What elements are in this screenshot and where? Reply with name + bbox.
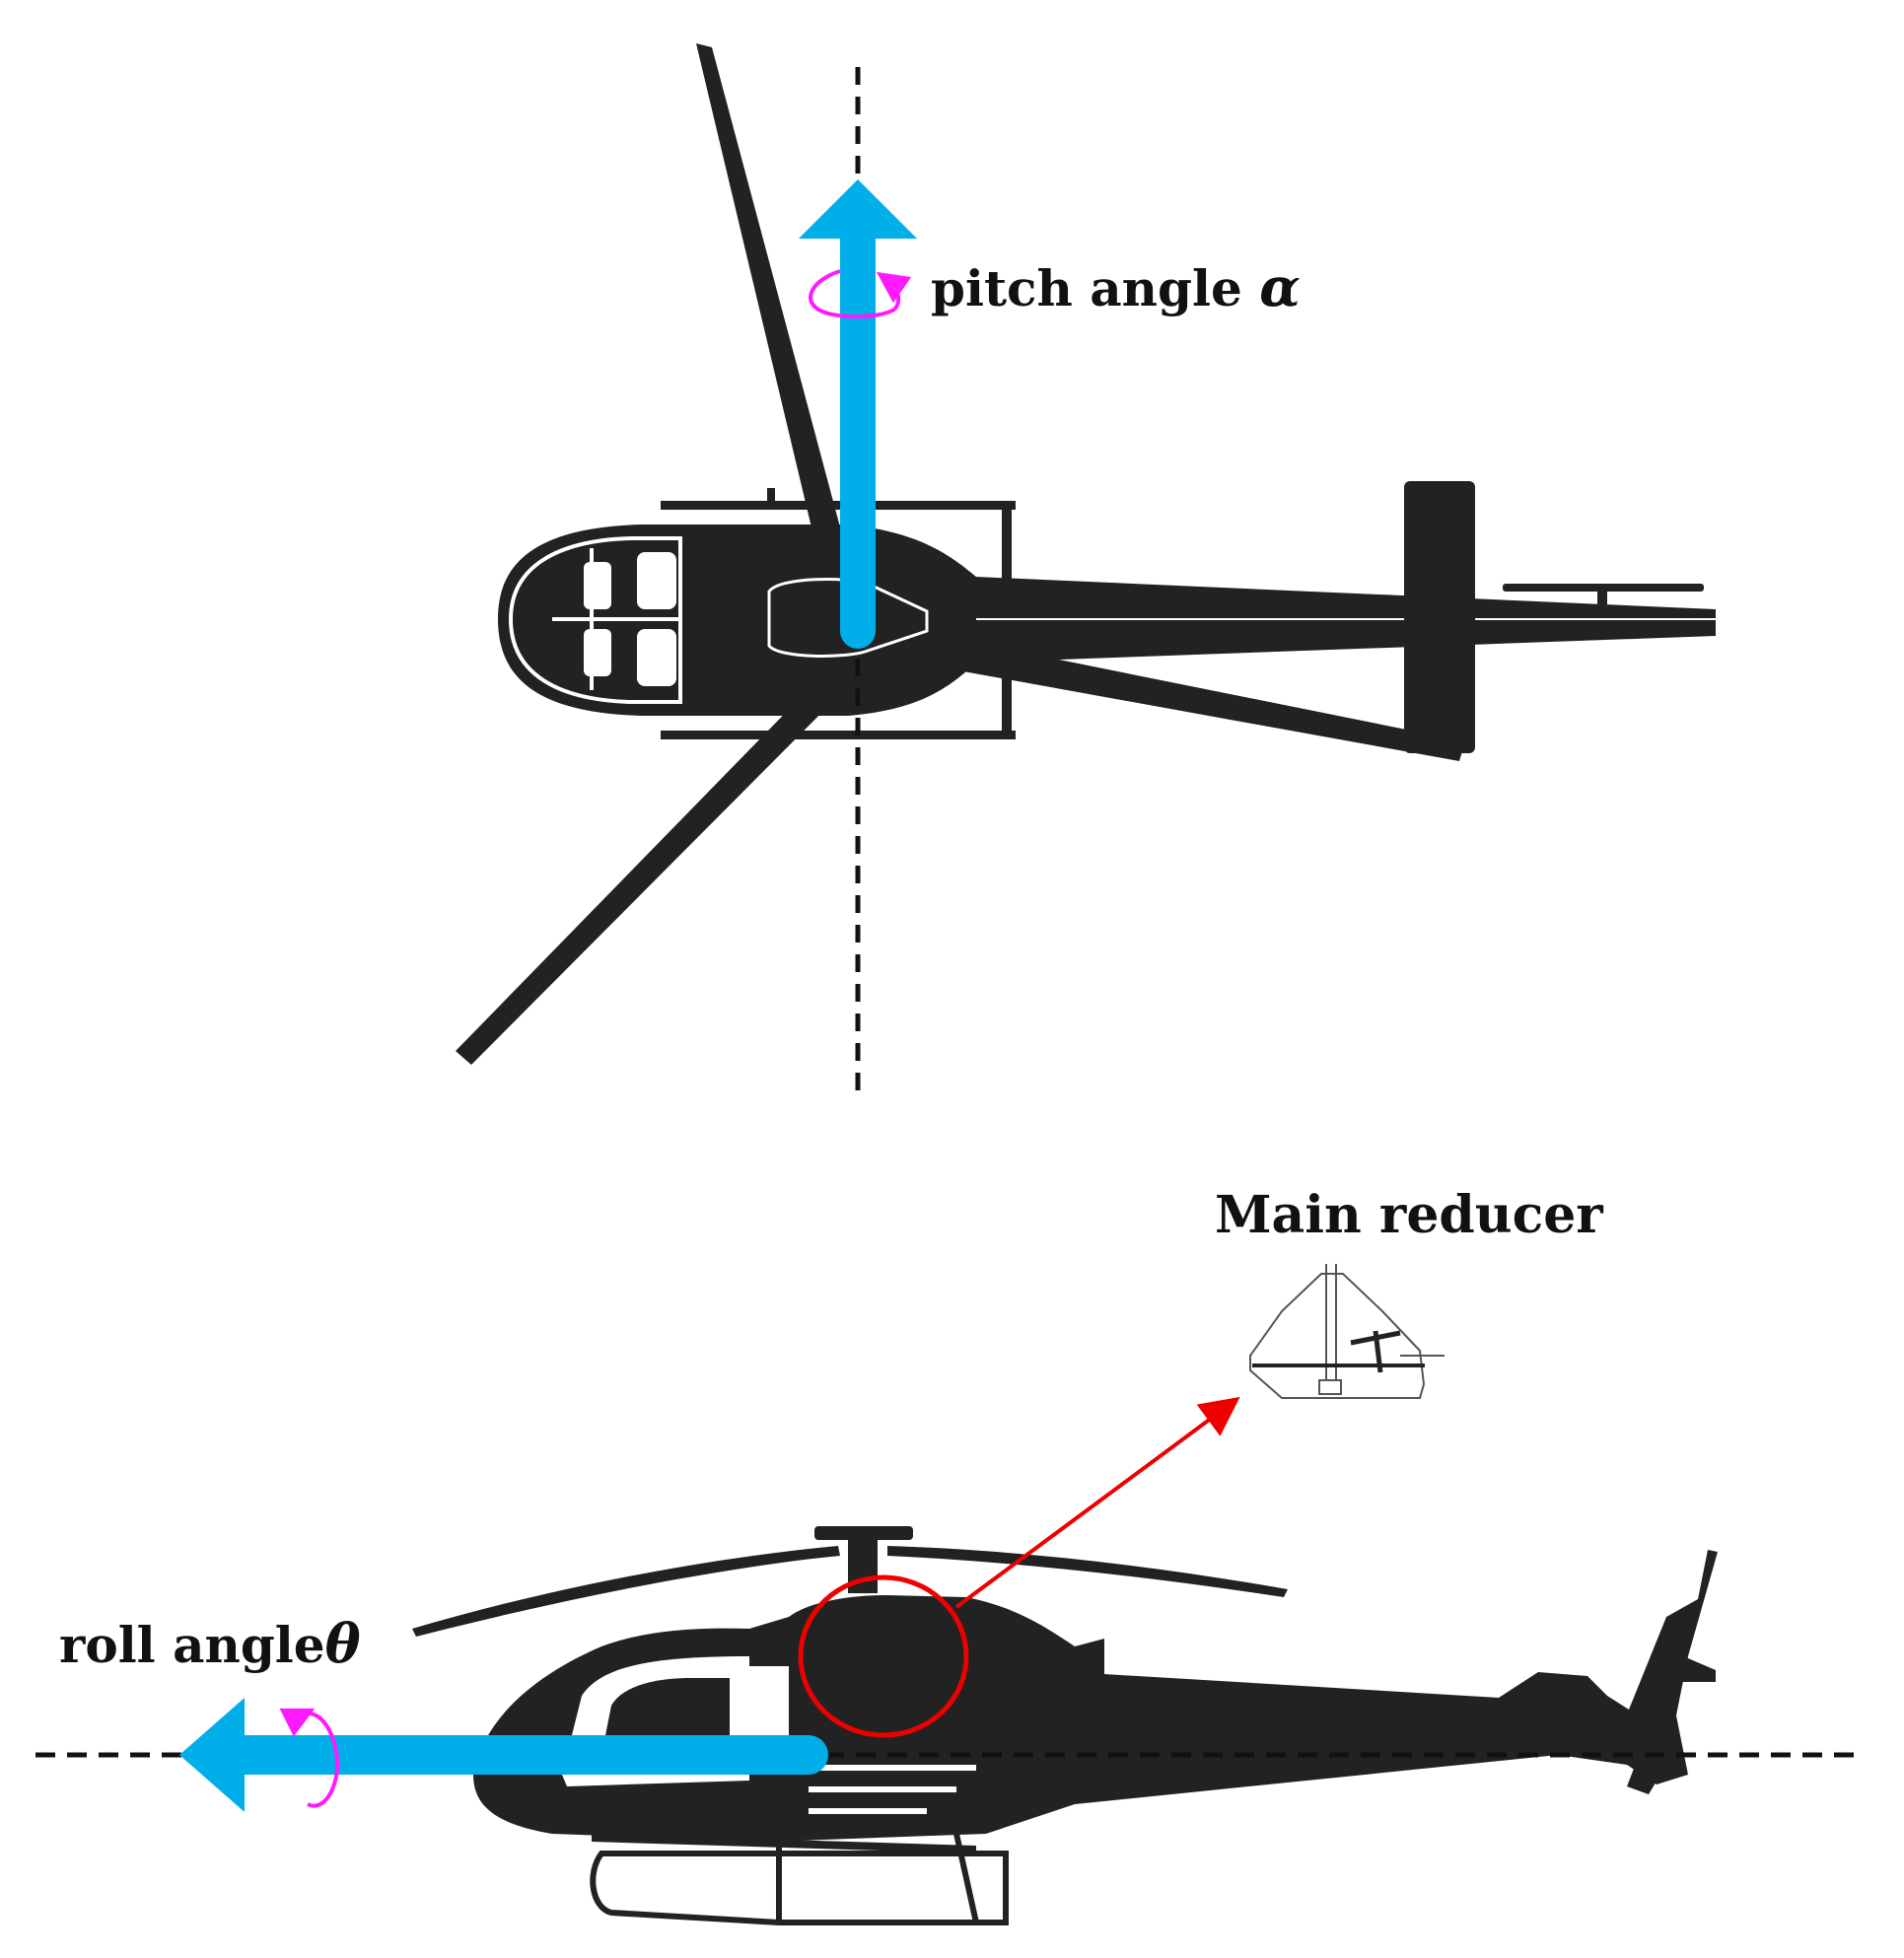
tail-rotor bbox=[1597, 584, 1607, 613]
rotor-blade-lower-left bbox=[456, 649, 868, 1065]
skid-strut bbox=[767, 488, 775, 510]
pitch-angle-text: pitch angle bbox=[931, 259, 1259, 317]
roll-axis-arrowhead bbox=[179, 1698, 245, 1812]
window bbox=[584, 562, 611, 609]
pitch-angle-symbol: α bbox=[1259, 255, 1301, 318]
roll-angle-label: roll angleθ bbox=[59, 1612, 361, 1675]
window bbox=[637, 629, 676, 686]
landing-skid bbox=[590, 1851, 1009, 1925]
skid-lower bbox=[661, 731, 1016, 739]
window bbox=[584, 629, 611, 676]
landing-skid bbox=[592, 1834, 976, 1853]
roll-angle-text: roll angle bbox=[59, 1616, 325, 1674]
side-window bbox=[749, 1666, 789, 1755]
gearbox-schematic bbox=[1249, 1264, 1445, 1399]
main-reducer-highlight bbox=[798, 1574, 969, 1738]
cabin-stripe bbox=[809, 1808, 927, 1814]
side-view-helicopter bbox=[412, 1526, 1718, 1925]
main-rotor-blade bbox=[887, 1546, 1288, 1597]
cabin-stripe bbox=[809, 1786, 956, 1792]
cabin-stripe bbox=[809, 1765, 976, 1771]
engine-cowling bbox=[767, 578, 929, 658]
skid-strut bbox=[953, 1833, 979, 1923]
rotor-blade-top bbox=[696, 43, 866, 631]
roll-rotation-arrow bbox=[279, 1708, 340, 1808]
main-reducer-callout-arrow bbox=[954, 1396, 1240, 1609]
skid-upper bbox=[661, 501, 1016, 510]
tail-fin bbox=[1627, 1761, 1666, 1794]
window bbox=[637, 552, 676, 609]
pitch-rotation-arrow bbox=[809, 269, 912, 319]
tail-fin bbox=[1666, 1637, 1716, 1682]
pitch-angle-label: pitch angle α bbox=[931, 255, 1301, 318]
pitch-axis-arrowhead bbox=[799, 179, 917, 239]
main-rotor-blade bbox=[412, 1546, 840, 1637]
main-reducer-label: Main reducer bbox=[1215, 1185, 1603, 1245]
roll-angle-symbol: θ bbox=[325, 1612, 361, 1675]
top-view-helicopter bbox=[456, 43, 1716, 1065]
horizontal-stabilizer bbox=[1404, 481, 1475, 753]
rotor-hub bbox=[814, 1526, 913, 1540]
